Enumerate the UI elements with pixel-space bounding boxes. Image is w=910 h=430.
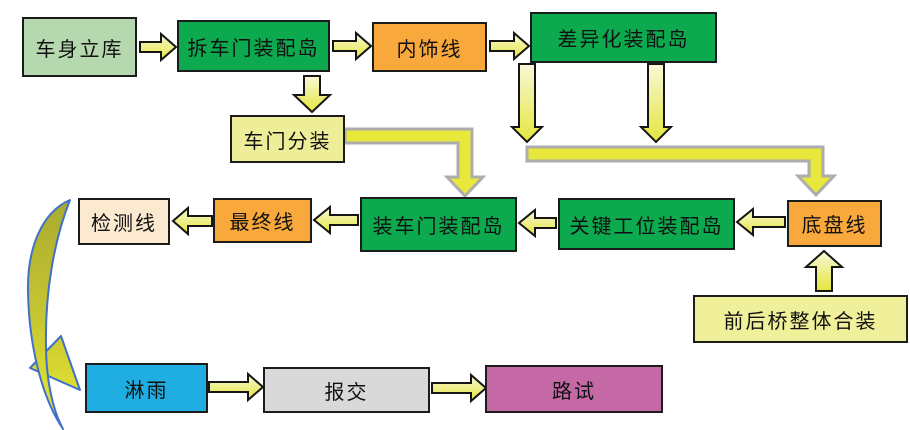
arrow-final-line-to-inspection-line: [171, 205, 213, 237]
connector-door-subassembly-to-door-install: [343, 127, 487, 199]
node-door-subassembly: 车门分装: [230, 115, 345, 163]
node-rain-test: 淋雨: [85, 363, 208, 413]
arrow-rain-test-to-delivery: [208, 371, 265, 403]
arrow-door-install-to-final-line: [312, 204, 359, 236]
node-door-removal-island: 拆车门装配岛: [177, 20, 330, 72]
node-door-install-island: 装车门装配岛: [360, 197, 517, 252]
arrow-differentiation-stub-right: [638, 63, 674, 144]
node-body-warehouse: 车身立库: [22, 17, 137, 77]
arrow-axle-assembly-to-chassis-line: [803, 249, 845, 292]
node-inspection-line: 检测线: [78, 198, 170, 245]
arrow-interior-line-to-differentiation: [489, 30, 531, 62]
arrow-key-station-to-door-install: [517, 207, 557, 239]
arrow-door-removal-to-door-subassembly: [291, 75, 333, 114]
node-final-line: 最终线: [213, 198, 312, 243]
arrow-delivery-to-road-test: [431, 372, 488, 404]
connector-merge-to-chassis-line: [525, 145, 838, 198]
node-differentiation-island: 差异化装配岛: [530, 12, 717, 63]
node-interior-line: 内饰线: [372, 22, 487, 72]
arrow-body-warehouse-to-door-removal: [139, 31, 178, 63]
node-chassis-line: 底盘线: [787, 200, 882, 247]
node-axle-assembly: 前后桥整体合装: [693, 295, 908, 343]
node-key-station-island: 关键工位装配岛: [558, 198, 735, 250]
node-road-test: 路试: [485, 365, 663, 413]
node-delivery: 报交: [263, 367, 430, 413]
arrow-chassis-line-to-key-station: [735, 206, 786, 238]
curved-arrow-inspection-to-rain-band: [26, 199, 71, 430]
arrow-door-removal-to-interior-line: [332, 30, 373, 62]
arrow-differentiation-stub-left: [509, 63, 545, 144]
